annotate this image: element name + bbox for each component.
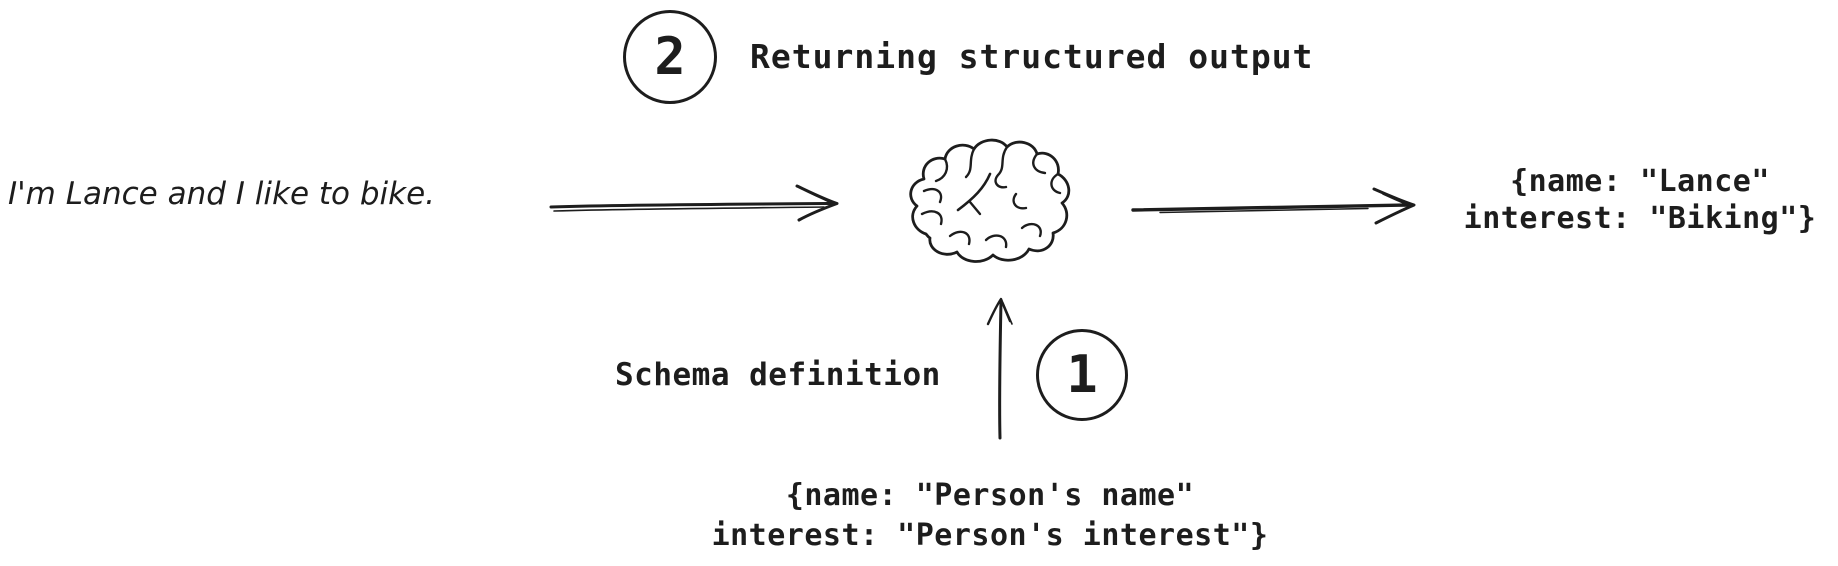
step-2-badge: 2	[623, 10, 717, 104]
structured-output-text: {name: "Lance" interest: "Biking"}	[1340, 163, 1838, 237]
output-line-1: {name: "Lance"	[1510, 164, 1770, 199]
brain-icon	[909, 138, 1071, 263]
schema-definition-label: Schema definition	[615, 357, 941, 393]
step-1-number: 1	[1066, 345, 1098, 405]
schema-text: {name: "Person's name" interest: "Person…	[690, 476, 1290, 556]
arrow-up-icon	[986, 297, 1013, 440]
step-1-badge: 1	[1036, 329, 1128, 421]
output-line-2: interest: "Biking"}	[1463, 201, 1817, 236]
page-title: Returning structured output	[750, 37, 1314, 76]
step-2-number: 2	[654, 27, 686, 87]
schema-line-2: interest: "Person's interest"}	[711, 518, 1269, 553]
arrow-right-icon	[549, 184, 839, 222]
user-input-text: I'm Lance and I like to bike.	[8, 176, 436, 212]
schema-line-1: {name: "Person's name"	[785, 478, 1195, 513]
